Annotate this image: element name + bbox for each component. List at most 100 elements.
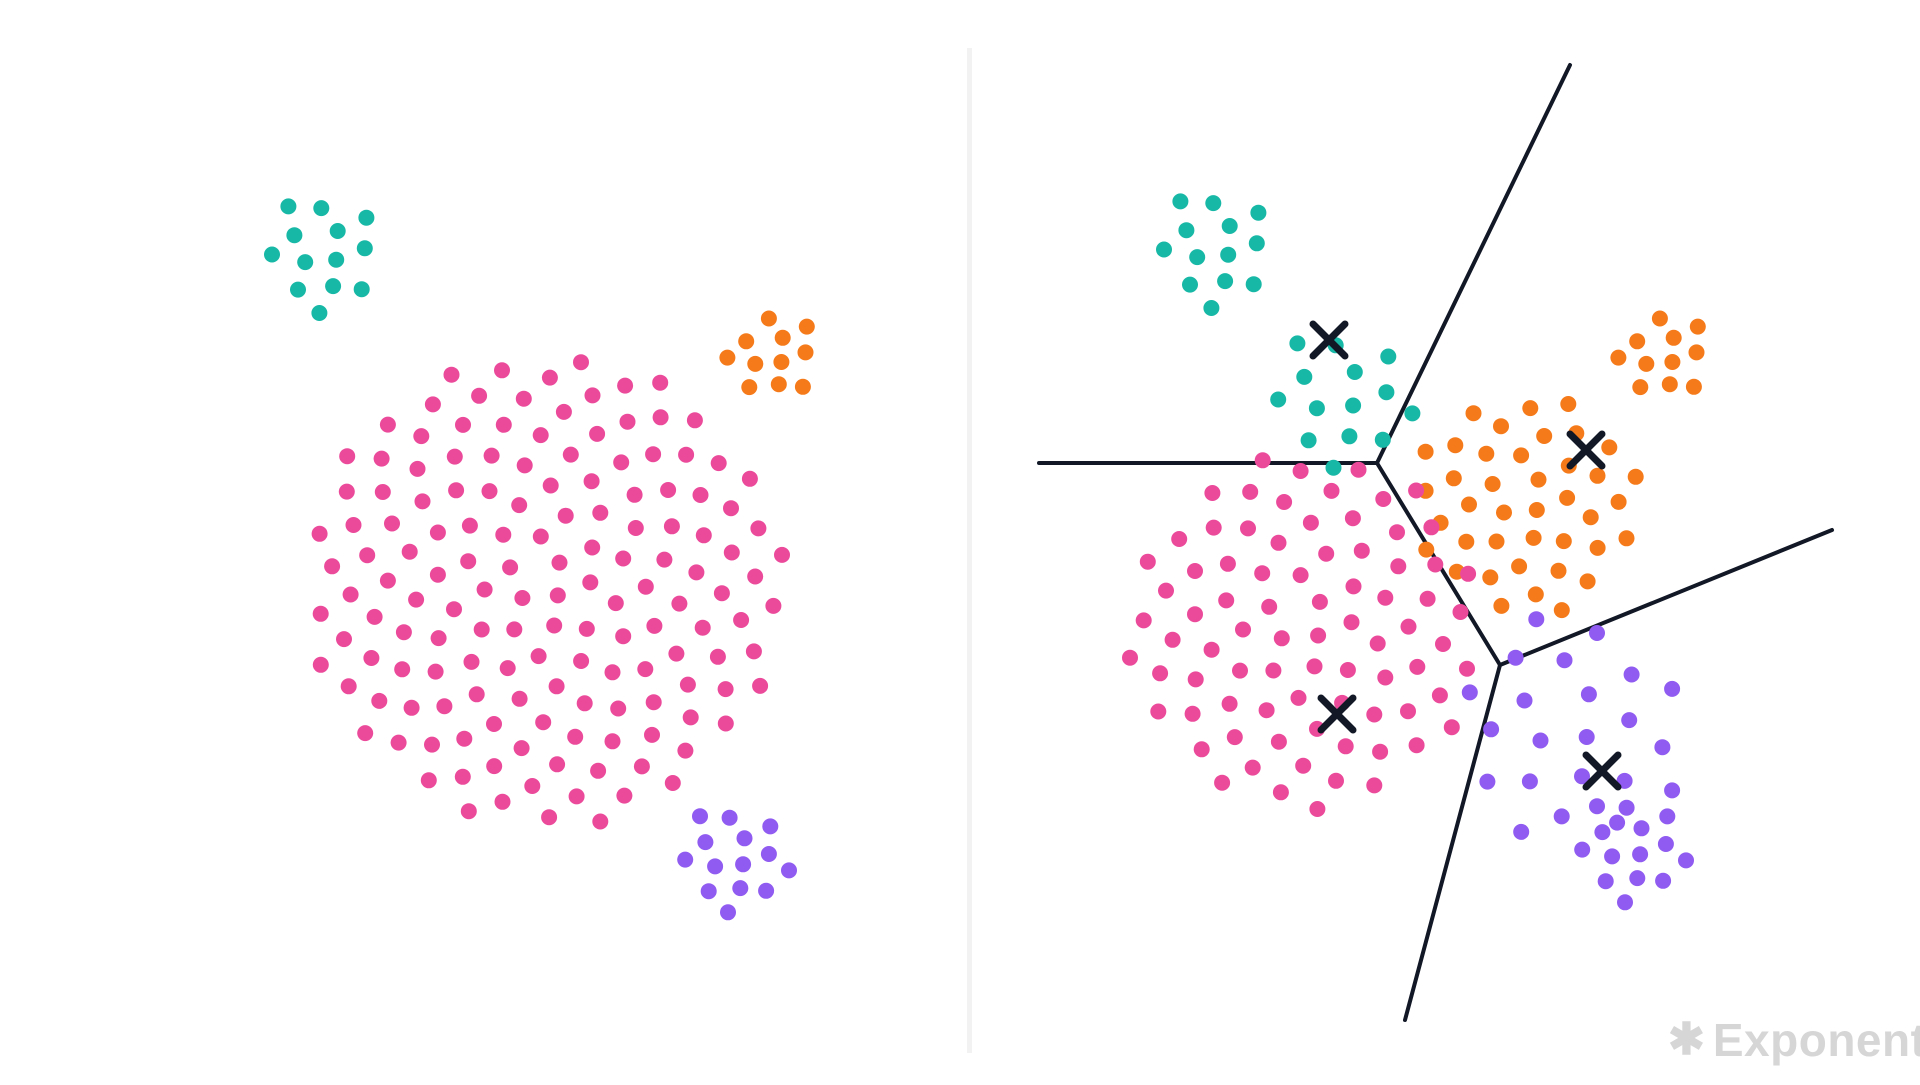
data-point-pink xyxy=(1343,614,1360,631)
data-point-teal xyxy=(1182,276,1198,293)
data-point-purple xyxy=(677,851,694,868)
data-point-purple xyxy=(1589,625,1605,641)
data-point-purple xyxy=(1532,732,1549,749)
panel-clustered xyxy=(1037,63,1834,1022)
data-point-pink xyxy=(549,756,566,773)
data-point-orange xyxy=(1536,428,1553,444)
data-point-pink xyxy=(573,354,589,371)
data-point-pink xyxy=(589,425,606,442)
data-point-pink xyxy=(481,483,498,500)
data-point-orange xyxy=(1488,533,1505,550)
data-point-pink xyxy=(717,681,734,698)
data-point-purple xyxy=(1479,773,1496,790)
data-point-pink xyxy=(1295,757,1312,774)
data-point-pink xyxy=(366,608,383,625)
data-point-pink xyxy=(339,448,356,465)
data-point-orange xyxy=(1688,344,1705,361)
data-point-pink xyxy=(637,661,654,678)
data-point-teal xyxy=(1289,335,1306,352)
data-point-pink xyxy=(626,486,643,503)
data-point-pink xyxy=(471,387,488,404)
data-point-orange xyxy=(1553,602,1570,619)
data-point-orange xyxy=(1589,539,1606,556)
data-point-pink xyxy=(752,677,769,694)
data-point-pink xyxy=(514,590,531,606)
data-point-pink xyxy=(311,525,328,542)
data-point-pink xyxy=(645,694,662,711)
data-point-purple xyxy=(735,856,752,873)
data-point-pink xyxy=(652,409,669,426)
data-point-orange xyxy=(773,354,790,370)
data-point-pink xyxy=(619,413,636,430)
data-point-pink xyxy=(750,520,767,537)
data-point-pink xyxy=(486,758,503,775)
data-point-pink xyxy=(541,369,558,386)
cluster-boundary-line xyxy=(1403,663,1502,1022)
data-point-pink xyxy=(1390,558,1407,575)
data-point-purple xyxy=(1521,773,1538,790)
data-point-pink xyxy=(483,447,500,464)
data-point-pink xyxy=(541,809,558,826)
data-point-pink xyxy=(1273,630,1290,647)
data-point-pink xyxy=(1270,534,1287,551)
data-point-pink xyxy=(1232,662,1248,679)
data-point-pink xyxy=(741,470,758,487)
data-point-pink xyxy=(1235,621,1251,638)
data-point-pink xyxy=(1400,703,1416,720)
data-point-purple xyxy=(1604,848,1621,865)
data-point-pink xyxy=(568,788,585,805)
data-point-orange xyxy=(1478,445,1495,462)
data-point-pink xyxy=(582,574,599,591)
data-point-pink xyxy=(379,416,396,433)
data-point-pink xyxy=(312,605,329,622)
data-point-pink xyxy=(424,396,441,413)
data-point-pink xyxy=(713,585,730,602)
data-point-pink xyxy=(1292,463,1309,479)
data-point-pink xyxy=(551,554,568,571)
data-point-pink xyxy=(345,517,362,533)
logo-text: Exponent xyxy=(1712,1014,1920,1066)
data-point-pink xyxy=(1419,590,1436,607)
data-point-purple xyxy=(1574,768,1590,785)
data-point-pink xyxy=(692,487,709,503)
data-point-purple xyxy=(1594,824,1611,841)
data-point-pink xyxy=(567,728,584,745)
data-point-pink xyxy=(1408,737,1425,754)
data-point-orange xyxy=(1610,493,1627,510)
data-point-pink xyxy=(1400,618,1417,635)
data-point-pink xyxy=(590,762,607,779)
data-point-orange xyxy=(1685,378,1702,395)
data-point-purple xyxy=(1657,836,1674,852)
data-point-orange xyxy=(1665,329,1682,346)
data-point-orange xyxy=(1496,504,1512,521)
data-point-pink xyxy=(468,686,485,703)
data-point-pink xyxy=(1443,719,1460,736)
data-point-pink xyxy=(1339,662,1356,678)
data-point-pink xyxy=(1158,582,1174,599)
data-point-orange xyxy=(1493,418,1509,435)
data-point-pink xyxy=(1377,669,1394,686)
data-point-pink xyxy=(686,412,703,429)
data-point-pink xyxy=(532,427,549,444)
data-point-purple xyxy=(1664,680,1681,697)
data-point-orange xyxy=(798,318,815,335)
data-point-teal xyxy=(356,240,373,257)
data-point-pink xyxy=(446,601,462,618)
data-point-orange xyxy=(1618,530,1635,547)
data-point-orange xyxy=(1527,586,1544,603)
data-point-purple xyxy=(1659,808,1676,825)
data-point-pink xyxy=(613,454,630,471)
data-point-pink xyxy=(379,572,396,589)
data-point-pink xyxy=(616,787,633,804)
data-point-pink xyxy=(373,450,390,467)
data-point-teal xyxy=(1248,235,1265,252)
data-point-pink xyxy=(429,566,446,583)
data-point-pink xyxy=(695,527,712,544)
data-point-pink xyxy=(677,742,694,759)
data-point-pink xyxy=(1459,660,1475,677)
data-point-pink xyxy=(592,504,609,521)
cluster-boundary-line xyxy=(1375,63,1572,465)
data-point-pink xyxy=(454,768,471,785)
data-point-purple xyxy=(1655,872,1672,889)
data-point-pink xyxy=(682,709,699,726)
